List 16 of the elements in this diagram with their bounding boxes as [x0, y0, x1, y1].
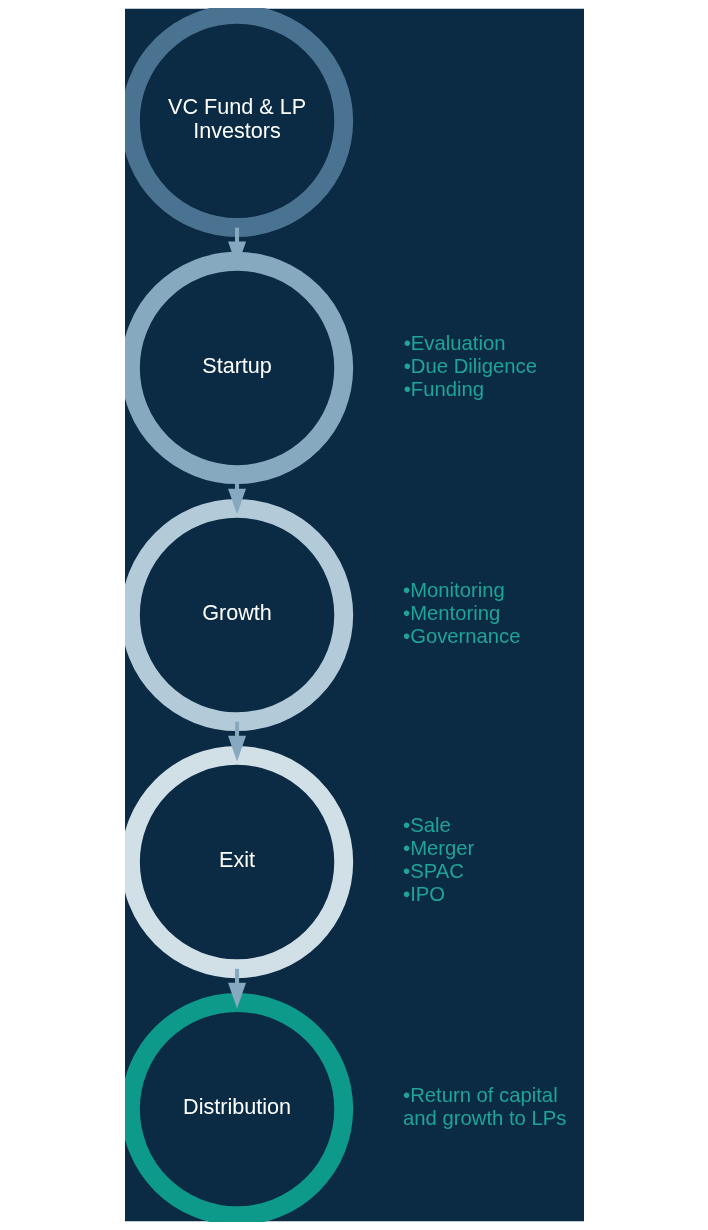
- node-label: •Governance: [402, 624, 521, 647]
- node-label: •Monitoring: [402, 578, 505, 601]
- node-circle: VC Fund & LP Investors: [124, 8, 353, 237]
- node-label: •Evaluation: [403, 331, 505, 354]
- node-circle: Startup: [124, 251, 353, 485]
- node-label: •Due Diligence: [403, 354, 537, 377]
- node-label: •Merger: [402, 837, 474, 860]
- node-circle: Distribution: [124, 993, 353, 1222]
- node-label: •IPO: [402, 883, 445, 906]
- node-label: •Mentoring: [402, 601, 500, 624]
- node-label: •Sale: [402, 814, 451, 837]
- node-label: •SPAC: [402, 860, 464, 883]
- node-circle: Growth: [124, 498, 353, 732]
- node-label: •Return of capital and growth to LPs: [402, 1084, 566, 1130]
- node-label: •Funding: [403, 377, 484, 400]
- node-circle: Exit: [124, 745, 353, 979]
